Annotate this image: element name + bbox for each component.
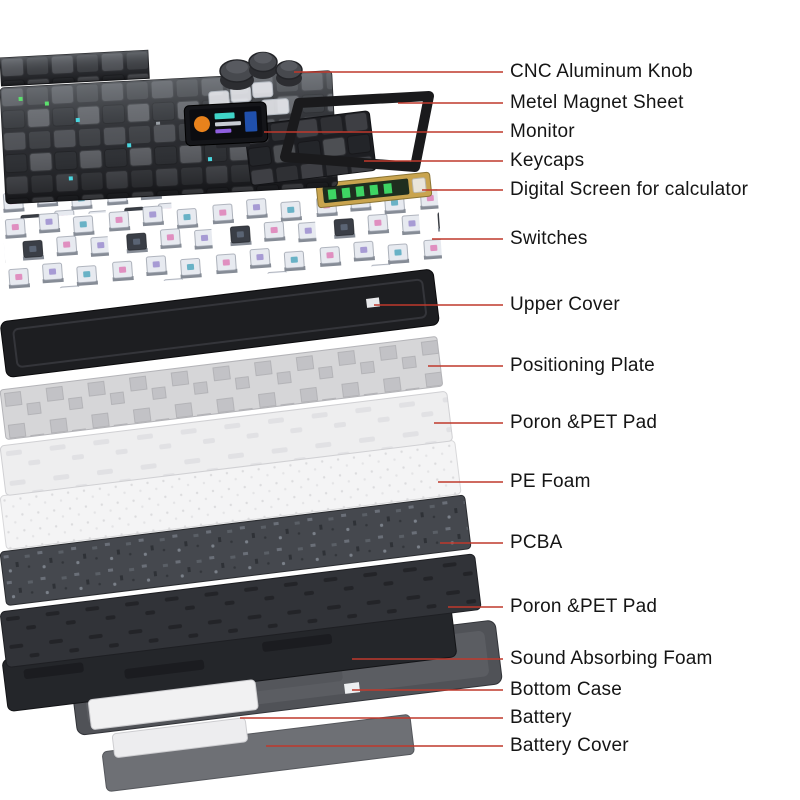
monitor-illustration <box>183 101 269 149</box>
label-monitor: Monitor <box>510 121 575 142</box>
label-sound-absorbing-foam: Sound Absorbing Foam <box>510 648 713 669</box>
label-poron-pet-pad-upper: Poron &PET Pad <box>510 412 658 433</box>
label-upper-cover: Upper Cover <box>510 294 620 315</box>
battery-cover-illustration <box>102 714 415 792</box>
pcba-illustration <box>0 494 472 606</box>
label-keycaps: Keycaps <box>510 150 585 171</box>
label-pe-foam: PE Foam <box>510 471 591 492</box>
label-switches: Switches <box>510 228 588 249</box>
bottom-case-connector <box>344 682 361 694</box>
poron-pet-pad-upper-illustration <box>0 391 453 496</box>
label-battery: Battery <box>510 707 572 728</box>
label-poron-pet-pad-lower: Poron &PET Pad <box>510 596 658 617</box>
label-pcba: PCBA <box>510 532 563 553</box>
upper-cover-illustration <box>0 269 440 378</box>
label-positioning-plate: Positioning Plate <box>510 355 655 376</box>
label-bottom-case: Bottom Case <box>510 679 623 700</box>
upper-cover-connector <box>366 297 380 308</box>
digital-screen-illustration <box>315 171 433 209</box>
label-digital-screen: Digital Screen for calculator <box>510 179 749 200</box>
leader-lines <box>240 71 503 747</box>
label-metal-magnet-sheet: Metel Magnet Sheet <box>510 92 684 113</box>
positioning-plate-illustration <box>0 336 443 440</box>
magnet-sheet-illustration <box>280 91 434 172</box>
label-battery-cover: Battery Cover <box>510 735 629 756</box>
knob-illustration <box>219 51 303 90</box>
poron-pet-pad-lower-illustration <box>0 553 482 668</box>
battery-illustration <box>87 679 259 758</box>
label-cnc-aluminum-knob: CNC Aluminum Knob <box>510 61 693 82</box>
